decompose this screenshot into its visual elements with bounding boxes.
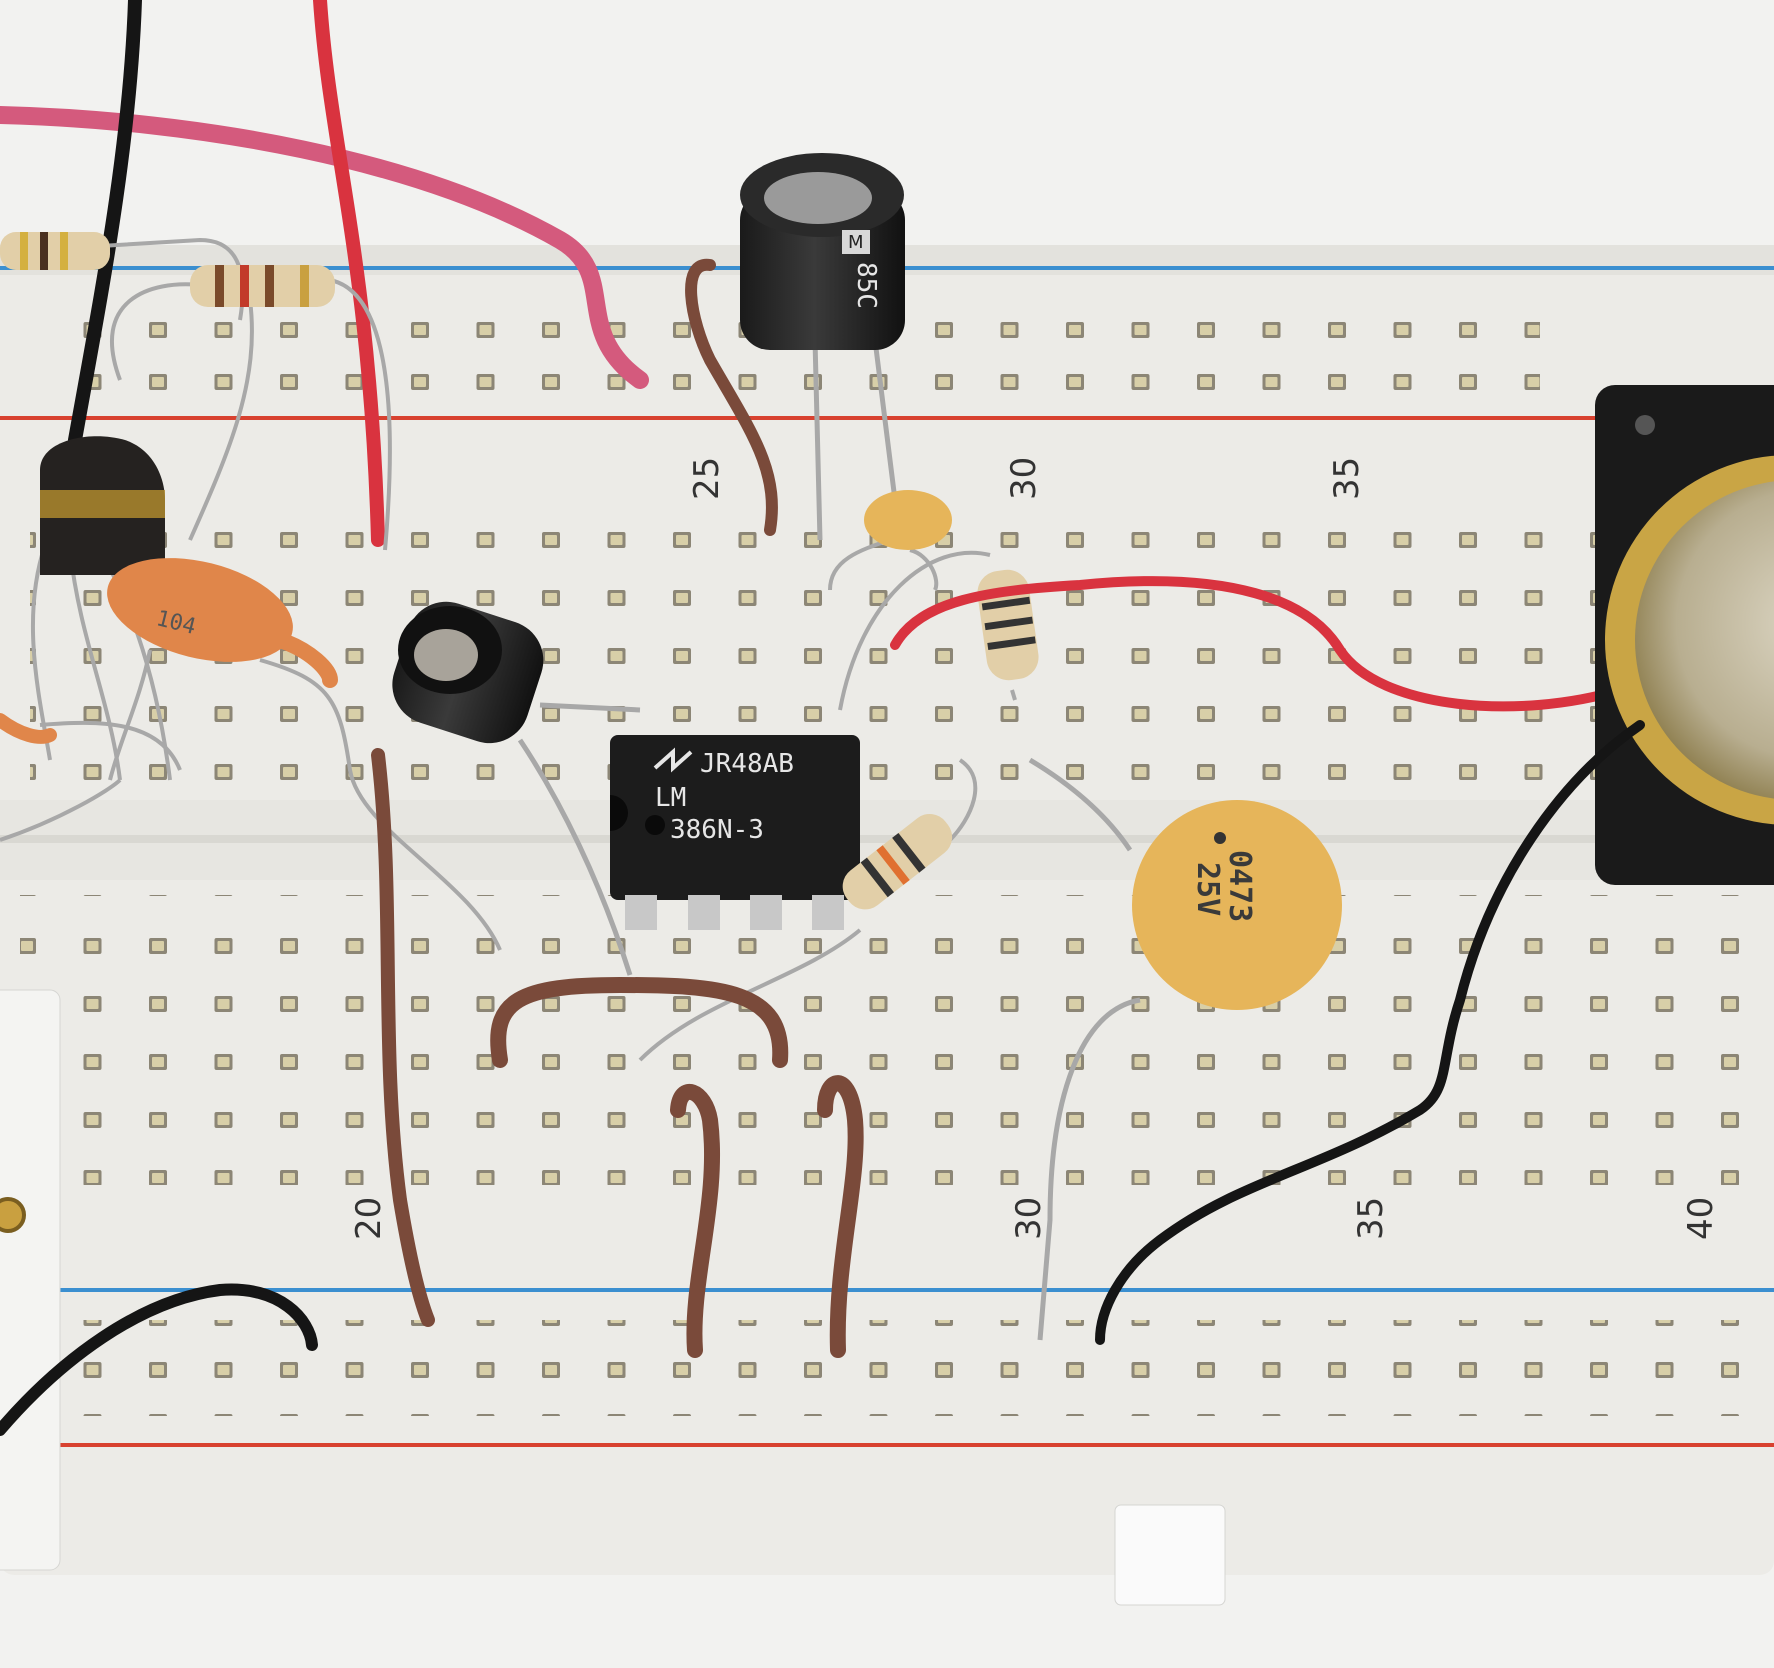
red-wire-speaker (890, 576, 1625, 712)
ic-line1: JR48AB (700, 749, 794, 779)
row-number-35: 35 (1327, 457, 1367, 500)
lower-terminal-holes (20, 895, 1760, 1185)
brown-jumper-bridge (490, 976, 789, 1068)
ic-pin (812, 895, 844, 930)
ceramic-capacitor-line2: 25V (1190, 862, 1225, 916)
row-number-30: 30 (1004, 457, 1044, 500)
row-number-40-lower: 40 (1681, 1197, 1721, 1240)
ceramic-capacitor-disc (1132, 800, 1342, 1010)
row-number-35-lower: 35 (1351, 1197, 1391, 1240)
ic-line3: 386N-3 (670, 815, 764, 845)
ic-pin (688, 895, 720, 930)
ic-logo-icon (653, 747, 693, 773)
speaker-cone (1635, 481, 1774, 799)
ic-pin1-dot (645, 815, 665, 835)
ic-body (610, 735, 860, 900)
row-number-20-lower: 20 (349, 1197, 389, 1240)
black-wire-speaker (1095, 720, 1645, 1345)
electrolytic-capacitor-small (392, 601, 641, 976)
ceramic-capacitor-line1: 0473 (1222, 850, 1257, 922)
yellow-ceramic-small (828, 490, 952, 591)
transistor (30, 436, 172, 781)
orange-lead-left (0, 713, 57, 744)
orange-capacitor: 104 (107, 558, 502, 951)
speaker (1595, 385, 1774, 885)
row-number-25: 25 (687, 457, 727, 500)
resistor-top-left-2 (110, 265, 392, 551)
row-number-30-lower: 30 (1009, 1197, 1049, 1240)
brown-jumper-lower-2 (817, 1075, 864, 1358)
ic-chip: JR48AB LM 386N-3 (610, 735, 860, 930)
left-connector (0, 989, 61, 1571)
ic-pin (750, 895, 782, 930)
resistor-diagonal (638, 758, 978, 1062)
electrolytic-capacitor-large: M 85C (740, 153, 905, 541)
ceramic-capacitor: 0473 25V (1028, 757, 1342, 1341)
ic-pin (625, 895, 657, 930)
brown-jumper-lower-1 (670, 1083, 721, 1358)
brown-jumper-long (371, 748, 435, 1327)
connector-terminal (0, 1197, 26, 1233)
brown-jumper-top (685, 258, 778, 536)
red-wire-vertical (313, 0, 385, 547)
ic-line2: LM (655, 783, 686, 813)
electrolytic-capacitor-label: 85C (851, 262, 881, 309)
bottom-rail-holes (80, 1320, 1770, 1416)
pink-wire (0, 106, 649, 389)
svg-text:M: M (848, 232, 864, 253)
black-wire-top (68, 0, 142, 447)
black-wire-bottom-left (0, 1283, 318, 1436)
board-clip (1114, 1504, 1226, 1606)
